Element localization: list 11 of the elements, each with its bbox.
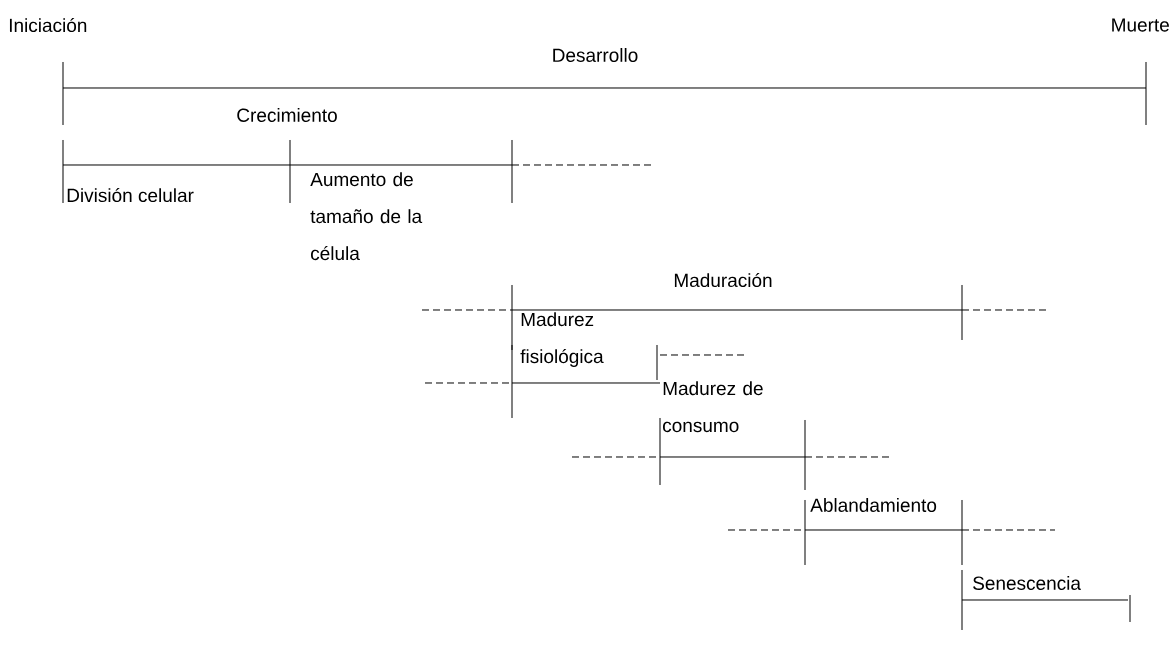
stage-label: Aumento de tamaño de la célula — [310, 172, 423, 261]
stage-label: División celular — [67, 187, 194, 203]
stage-label: Iniciación — [9, 17, 87, 33]
stage-label: Senescencia — [973, 576, 1081, 590]
stage-label: Ablandamiento — [810, 498, 937, 512]
stage-label: Desarrollo — [553, 48, 638, 62]
stage-label: Muerte — [1112, 18, 1169, 32]
stage-label: Madurez fisiológica — [520, 312, 604, 367]
stage-label: Maduración — [674, 272, 772, 288]
stage-label: Madurez de consumo — [663, 381, 763, 433]
stage-label: Crecimiento — [237, 108, 337, 122]
